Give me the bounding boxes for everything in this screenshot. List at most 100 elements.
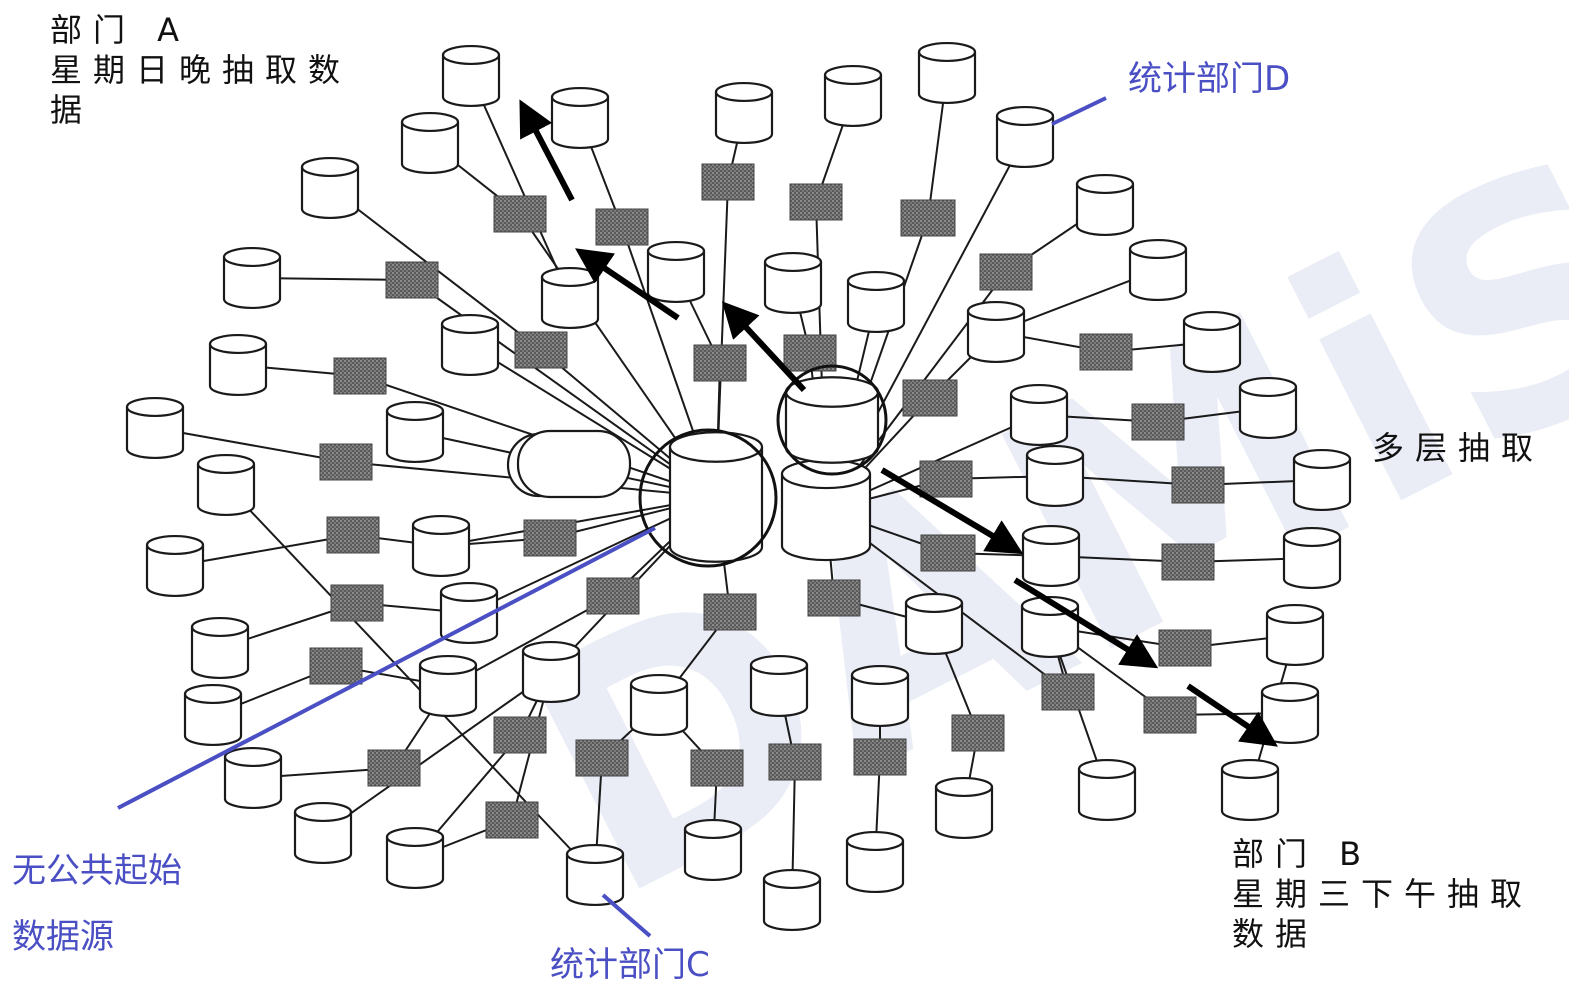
database-cylinder <box>850 664 910 728</box>
extract-program-box <box>1041 673 1095 711</box>
no-source-line1: 无公共起始 <box>12 851 182 891</box>
dept-b-desc-cont: 数据 <box>1232 915 1319 953</box>
extract-program-box <box>326 516 380 554</box>
extract-program-box <box>493 716 547 754</box>
database-cylinder <box>1282 526 1342 590</box>
highlight-circle-layer <box>776 364 888 476</box>
database-cylinder <box>934 776 994 840</box>
database-cylinder <box>521 640 581 704</box>
extract-program-box <box>690 749 744 787</box>
extraction-arrow <box>1186 683 1278 747</box>
extract-program-box <box>485 801 539 839</box>
database-cylinder <box>196 453 256 517</box>
databases <box>125 41 1352 932</box>
annotation-pointers <box>117 96 1107 938</box>
extract-program-box <box>595 208 649 246</box>
database-cylinder <box>714 81 774 145</box>
extract-program-box <box>703 593 757 631</box>
extract-program-box <box>385 261 439 299</box>
extraction-arrow <box>721 301 807 393</box>
central-database <box>784 376 880 464</box>
database-cylinder <box>1021 524 1081 588</box>
extract-program-box <box>979 253 1033 291</box>
extract-program-box <box>853 738 907 776</box>
database-cylinder <box>1020 595 1080 659</box>
extract-program-box <box>1158 629 1212 667</box>
database-cylinder <box>762 868 822 932</box>
extract-program-box <box>1161 543 1215 581</box>
link-line <box>322 671 552 834</box>
extract-program-box <box>807 579 861 617</box>
database-cylinder <box>1075 173 1135 237</box>
label-multi-layer-extract: 多层抽取 <box>1372 429 1545 467</box>
dept-b-desc: 星期三下午抽取 <box>1232 875 1534 913</box>
extract-program-box <box>919 460 973 498</box>
database-cylinder <box>1077 758 1137 822</box>
annotation-pointer <box>117 526 656 810</box>
extract-program-box <box>523 519 577 557</box>
database-cylinder <box>904 592 964 656</box>
extract-program-box <box>309 647 363 685</box>
highlight-circles <box>638 364 888 568</box>
no-source-line2: 数据源 <box>12 917 114 958</box>
database-cylinder <box>1260 681 1320 745</box>
database-cylinder <box>845 830 905 894</box>
dept-b-title: 部门 B <box>1232 835 1373 873</box>
label-dept-b: 部门 B 星期三下午抽取 数据 <box>1232 834 1533 954</box>
extract-program-box <box>920 534 976 572</box>
extract-program-box <box>319 443 373 481</box>
label-no-common-source: 无公共起始 数据源 <box>12 838 182 971</box>
database-cylinder <box>208 333 268 397</box>
database-cylinder <box>411 514 471 578</box>
database-cylinder <box>222 246 282 310</box>
stacked-database <box>516 429 632 499</box>
dept-a-title: 部门 A <box>50 11 191 49</box>
database-cylinder <box>1265 603 1325 667</box>
extract-programs <box>309 163 1225 839</box>
database-cylinder <box>125 396 185 460</box>
extract-program-box <box>902 379 958 417</box>
label-stat-dept-d: 统计部门D <box>1128 59 1291 99</box>
extract-program-box <box>330 584 384 622</box>
database-cylinder <box>995 105 1055 169</box>
extract-program-box <box>586 577 640 615</box>
database-cylinder <box>540 266 600 330</box>
database-cylinder <box>1025 444 1085 508</box>
extract-program-box <box>1131 403 1185 441</box>
database-cylinder <box>183 683 243 747</box>
database-cylinder <box>1238 376 1298 440</box>
highlight-circle-hub <box>638 428 778 568</box>
database-cylinder <box>823 64 883 128</box>
database-cylinder <box>418 654 478 718</box>
database-cylinder <box>223 746 283 810</box>
database-cylinder <box>550 86 610 150</box>
database-cylinder <box>441 44 501 108</box>
database-cylinder <box>683 818 743 882</box>
database-cylinder <box>1128 238 1188 302</box>
extraction-arrow <box>575 248 680 321</box>
link-line <box>174 534 354 567</box>
database-cylinder <box>763 251 823 315</box>
extraction-arrow <box>519 99 575 202</box>
database-cylinder <box>385 826 445 890</box>
database-cylinder <box>1182 310 1242 374</box>
annotation-pointer <box>1051 96 1107 126</box>
database-cylinder <box>400 111 460 175</box>
database-cylinder <box>1220 758 1280 822</box>
extract-program-box <box>514 331 568 369</box>
database-cylinder <box>293 801 353 865</box>
dept-a-desc-cont: 据 <box>50 91 94 129</box>
extract-program-box <box>768 743 822 781</box>
annotation-pointer <box>601 893 652 938</box>
database-cylinder <box>440 313 500 377</box>
database-cylinder <box>646 240 706 304</box>
extract-program-box <box>900 199 956 237</box>
link-line <box>154 427 347 463</box>
label-stat-dept-c: 统计部门C <box>550 945 710 985</box>
central-database <box>668 431 764 563</box>
label-dept-a: 部门 A 星期日晚抽取数 据 <box>50 10 351 130</box>
database-cylinder <box>846 270 906 334</box>
database-cylinder <box>385 400 445 464</box>
extract-program-box <box>951 714 1005 752</box>
